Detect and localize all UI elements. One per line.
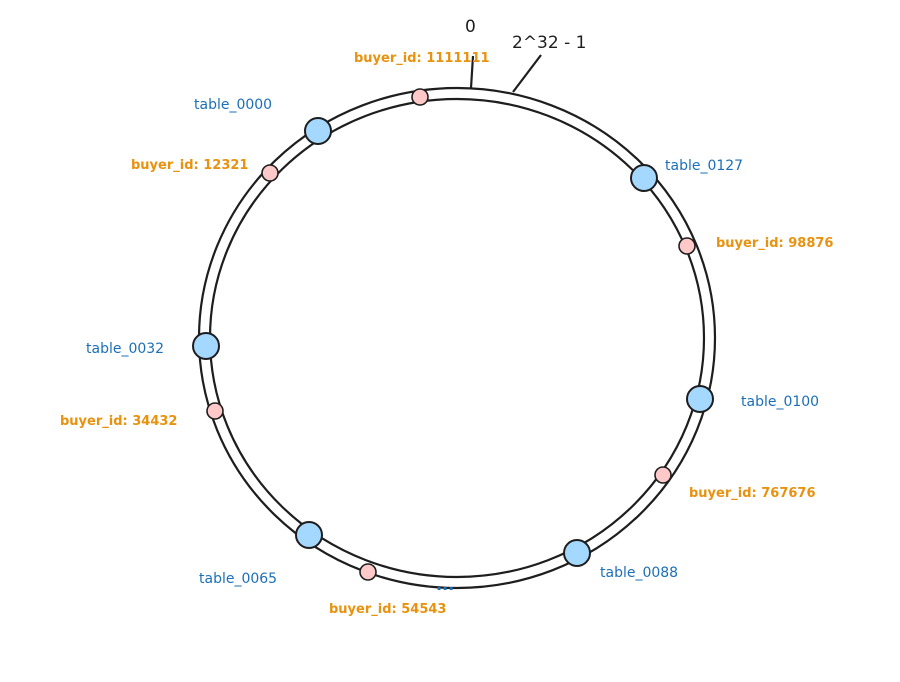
buyer-node-767676 [654,466,672,484]
buyer-node-54543 [359,563,377,581]
table-node-0032 [192,332,220,360]
table-label-0000: table_0000 [194,97,272,113]
buyer-node-34432 [206,402,224,420]
table-label-0127: table_0127 [665,158,743,174]
buyer-label-767676: buyer_id: 767676 [689,486,816,501]
zero-tick [469,55,475,89]
buyer-label-1111111: buyer_id: 1111111 [354,51,490,66]
table-node-0100 [686,385,714,413]
buyer-label-12321: buyer_id: 12321 [131,158,248,173]
table-node-0127 [630,164,658,192]
buyer-label-34432: buyer_id: 34432 [60,414,177,429]
table-label-0065: table_0065 [199,571,277,587]
buyer-node-12321 [261,164,279,182]
buyer-node-98876 [678,237,696,255]
table-label-0100: table_0100 [741,394,819,410]
ring-inner [208,97,706,579]
max-label: 2^32 - 1 [512,33,586,53]
max-tick [512,54,542,93]
buyer-label-98876: buyer_id: 98876 [716,236,833,251]
table-node-0065 [295,521,323,549]
table-node-0000 [304,117,332,145]
buyer-node-1111111 [411,88,429,106]
buyer-label-54543: buyer_id: 54543 [329,602,446,617]
ring-outer [197,86,717,590]
table-label-0088: table_0088 [600,565,678,581]
zero-label: 0 [465,17,476,37]
table-node-0088 [563,539,591,567]
ellipsis-label: ... [436,575,454,594]
table-label-0032: table_0032 [86,341,164,357]
